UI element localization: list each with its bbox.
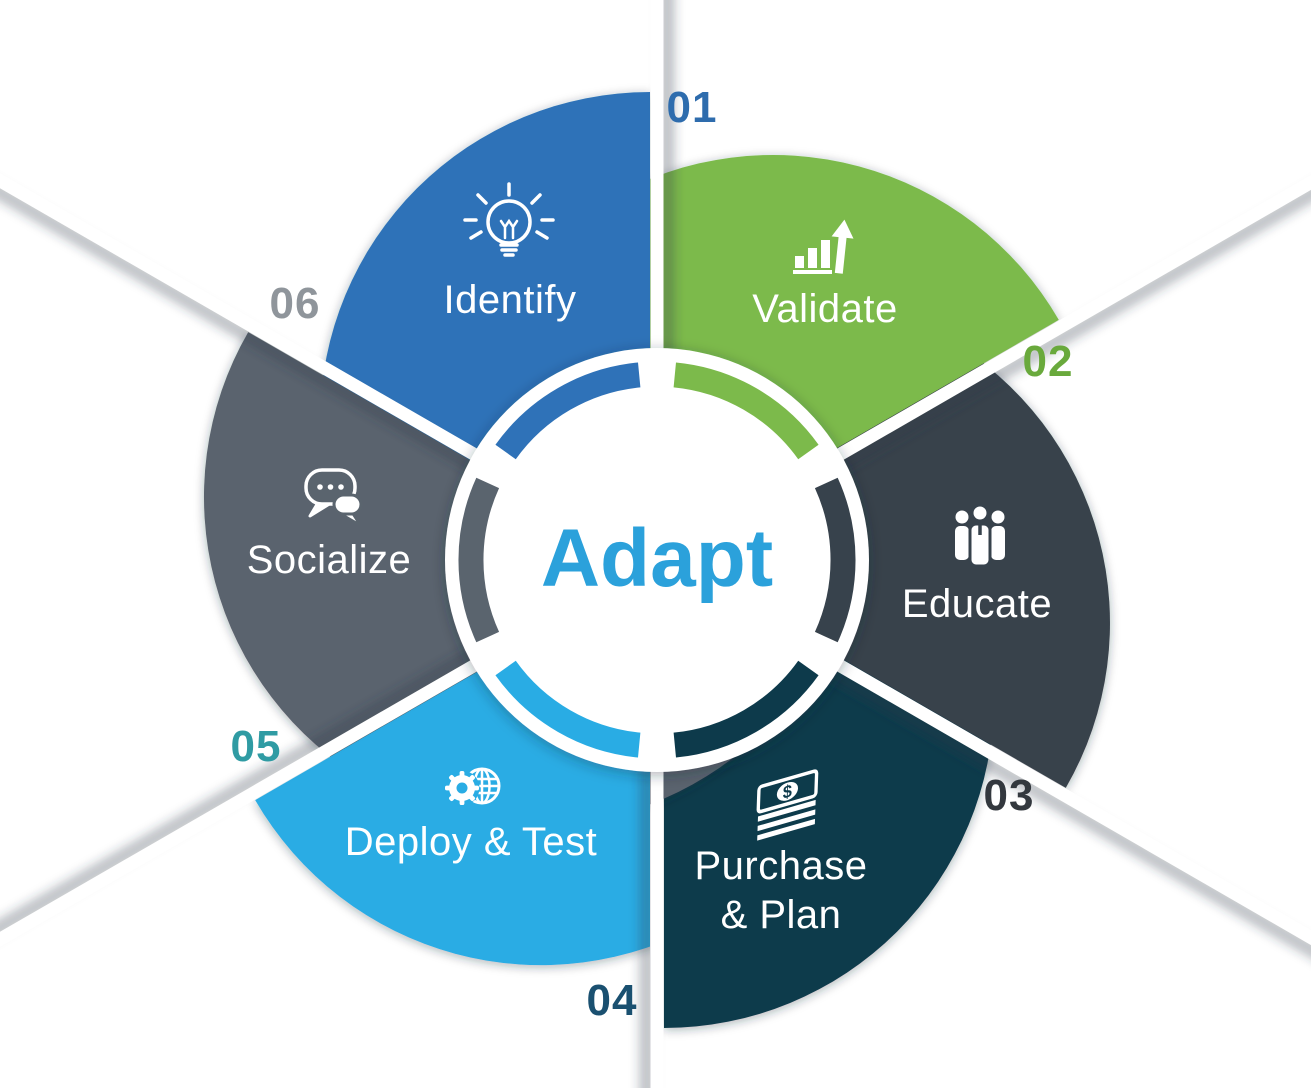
divider-band (0, 173, 557, 506)
ring-arc-validate (673, 362, 819, 460)
person-right (991, 510, 1005, 560)
step-number-06: 06 (270, 279, 321, 328)
chat-bubbles-icon (304, 468, 363, 527)
chat-bubble-solid-body (332, 493, 363, 516)
divider-shadow (761, 184, 1311, 516)
bar-chart-growth-icon (793, 219, 854, 274)
label-deploy-test: Deploy & Test (345, 820, 598, 864)
bulb-filament (499, 218, 519, 240)
step-number-05: 05 (231, 722, 282, 771)
bar (795, 256, 804, 268)
chat-dot (338, 484, 344, 490)
step-number-04: 04 (587, 976, 638, 1025)
chart-baseline (793, 270, 832, 274)
bill-layer (757, 818, 816, 841)
center-ring-disc (445, 348, 869, 772)
step-number-01: 01 (667, 83, 718, 132)
gear-globe-icon (444, 767, 501, 806)
gear-hole (456, 782, 468, 794)
bill-layer (757, 809, 816, 832)
person-left (955, 510, 969, 560)
bar (821, 240, 830, 268)
step-number-03: 03 (984, 771, 1035, 820)
ring-arc-deploy-test (495, 660, 641, 758)
ring-arc-educate (814, 477, 856, 643)
ring-arc-socialize (458, 477, 500, 643)
person-center (968, 503, 992, 568)
chat-dot (327, 484, 334, 490)
bill-seal (776, 781, 799, 801)
label-purchase-line2: & Plan (721, 893, 842, 937)
bar (808, 248, 817, 268)
money-stack-icon: $ (756, 769, 819, 841)
label-validate: Validate (752, 287, 898, 331)
up-arrow (831, 219, 854, 274)
divider-band (757, 614, 1311, 946)
dollar-sign: $ (783, 780, 793, 803)
label-educate: Educate (902, 582, 1052, 626)
label-socialize: Socialize (247, 538, 412, 582)
bill-layer (757, 799, 816, 822)
center-label: Adapt (541, 513, 773, 604)
divider-band (0, 614, 557, 947)
divider-shadow (751, 621, 1311, 959)
chat-bubble-solid (332, 493, 363, 527)
divider-band (757, 174, 1311, 506)
ring-arc-purchase-plan (673, 660, 819, 758)
bulb-rays (463, 182, 555, 240)
divider-shadow (0, 604, 553, 937)
step-number-02: 02 (1023, 337, 1074, 386)
label-purchase: Purchase (695, 844, 868, 888)
divider-shadow (0, 183, 553, 516)
ring-arc-identify (495, 362, 641, 460)
bulb-glass (486, 199, 532, 245)
people-icon (955, 503, 1005, 568)
bill-outline (756, 769, 819, 814)
lightbulb-icon (463, 182, 555, 257)
gear (444, 770, 480, 806)
chat-dot (317, 484, 323, 490)
label-identify: Identify (444, 278, 577, 322)
